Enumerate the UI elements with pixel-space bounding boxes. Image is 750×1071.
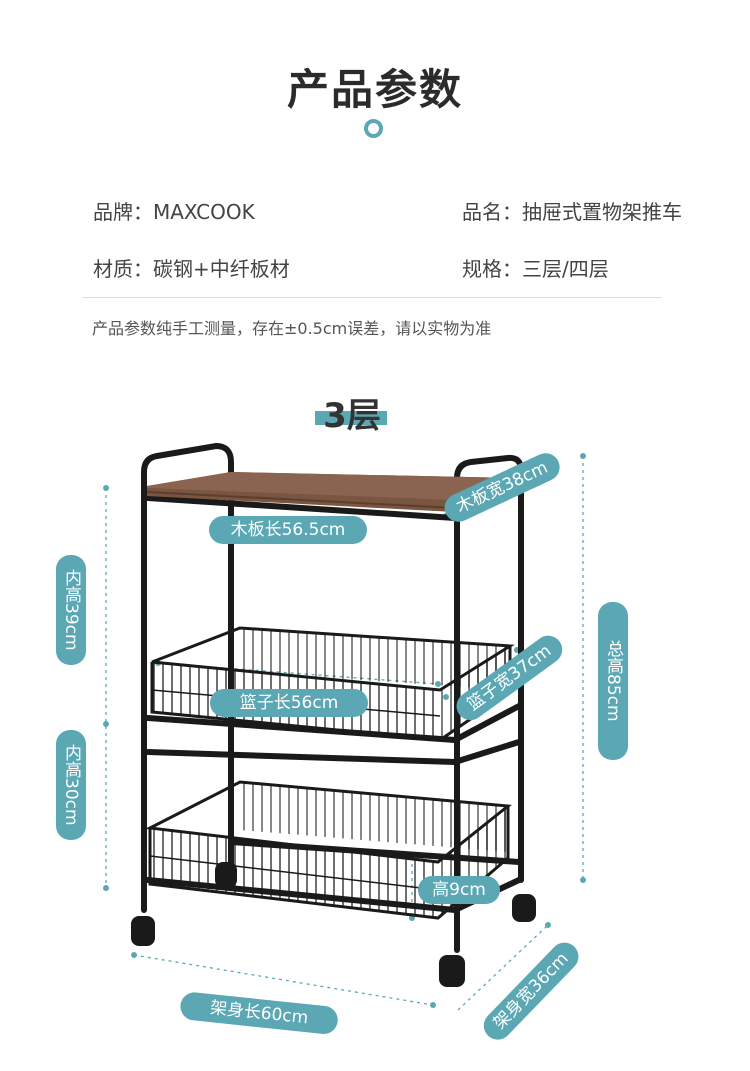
layer-title: 3层 [323, 396, 381, 436]
wooden-board [146, 472, 515, 512]
ring-icon [364, 119, 383, 138]
inner-height-bottom-label: 内高30cm [56, 730, 86, 840]
total-height-label: 总高85cm [598, 602, 628, 760]
inner-height-top-label: 内高39cm [56, 555, 86, 665]
measurement-note: 产品参数纯手工测量，存在±0.5cm误差，请以实物为准 [92, 319, 492, 338]
spec-brand: 品牌：MAXCOOK [93, 200, 255, 224]
basket-height-label: 高9cm [418, 876, 500, 904]
basket-length-label: 篮子长56cm [210, 689, 368, 717]
board-length-label: 木板长56.5cm [209, 516, 367, 544]
spec-material: 材质：碳钢+中纤板材 [93, 257, 290, 281]
page-title: 产品参数 [286, 65, 463, 114]
spec-product-name: 品名：抽屉式置物架推车 [462, 200, 682, 224]
layer-title-highlight [315, 411, 387, 425]
caster-wheels [131, 862, 536, 987]
spec-size: 规格：三层/四层 [462, 257, 609, 281]
divider [82, 297, 662, 298]
